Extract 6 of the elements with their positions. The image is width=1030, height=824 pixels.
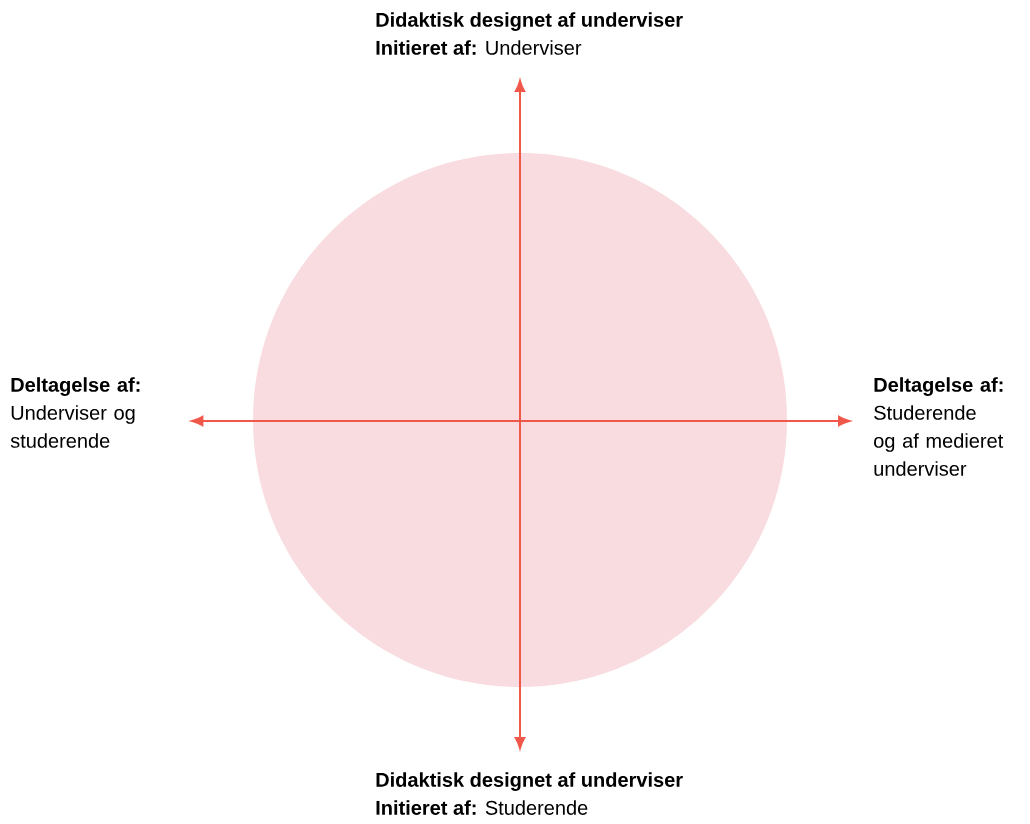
double-arrow xyxy=(191,415,851,427)
double-arrow xyxy=(514,79,526,750)
axis-label: Deltagelse af: Studerende og af medieret underviser xyxy=(874,377,1004,476)
axis-label: Didaktisk designet af underviser Initieret af: Underviser xyxy=(376,12,683,55)
axis-label: Didaktisk designet af underviser Initieret af: Studerende xyxy=(376,772,683,815)
axis-label: Deltagelse af: Underviser og studerende xyxy=(10,377,140,448)
